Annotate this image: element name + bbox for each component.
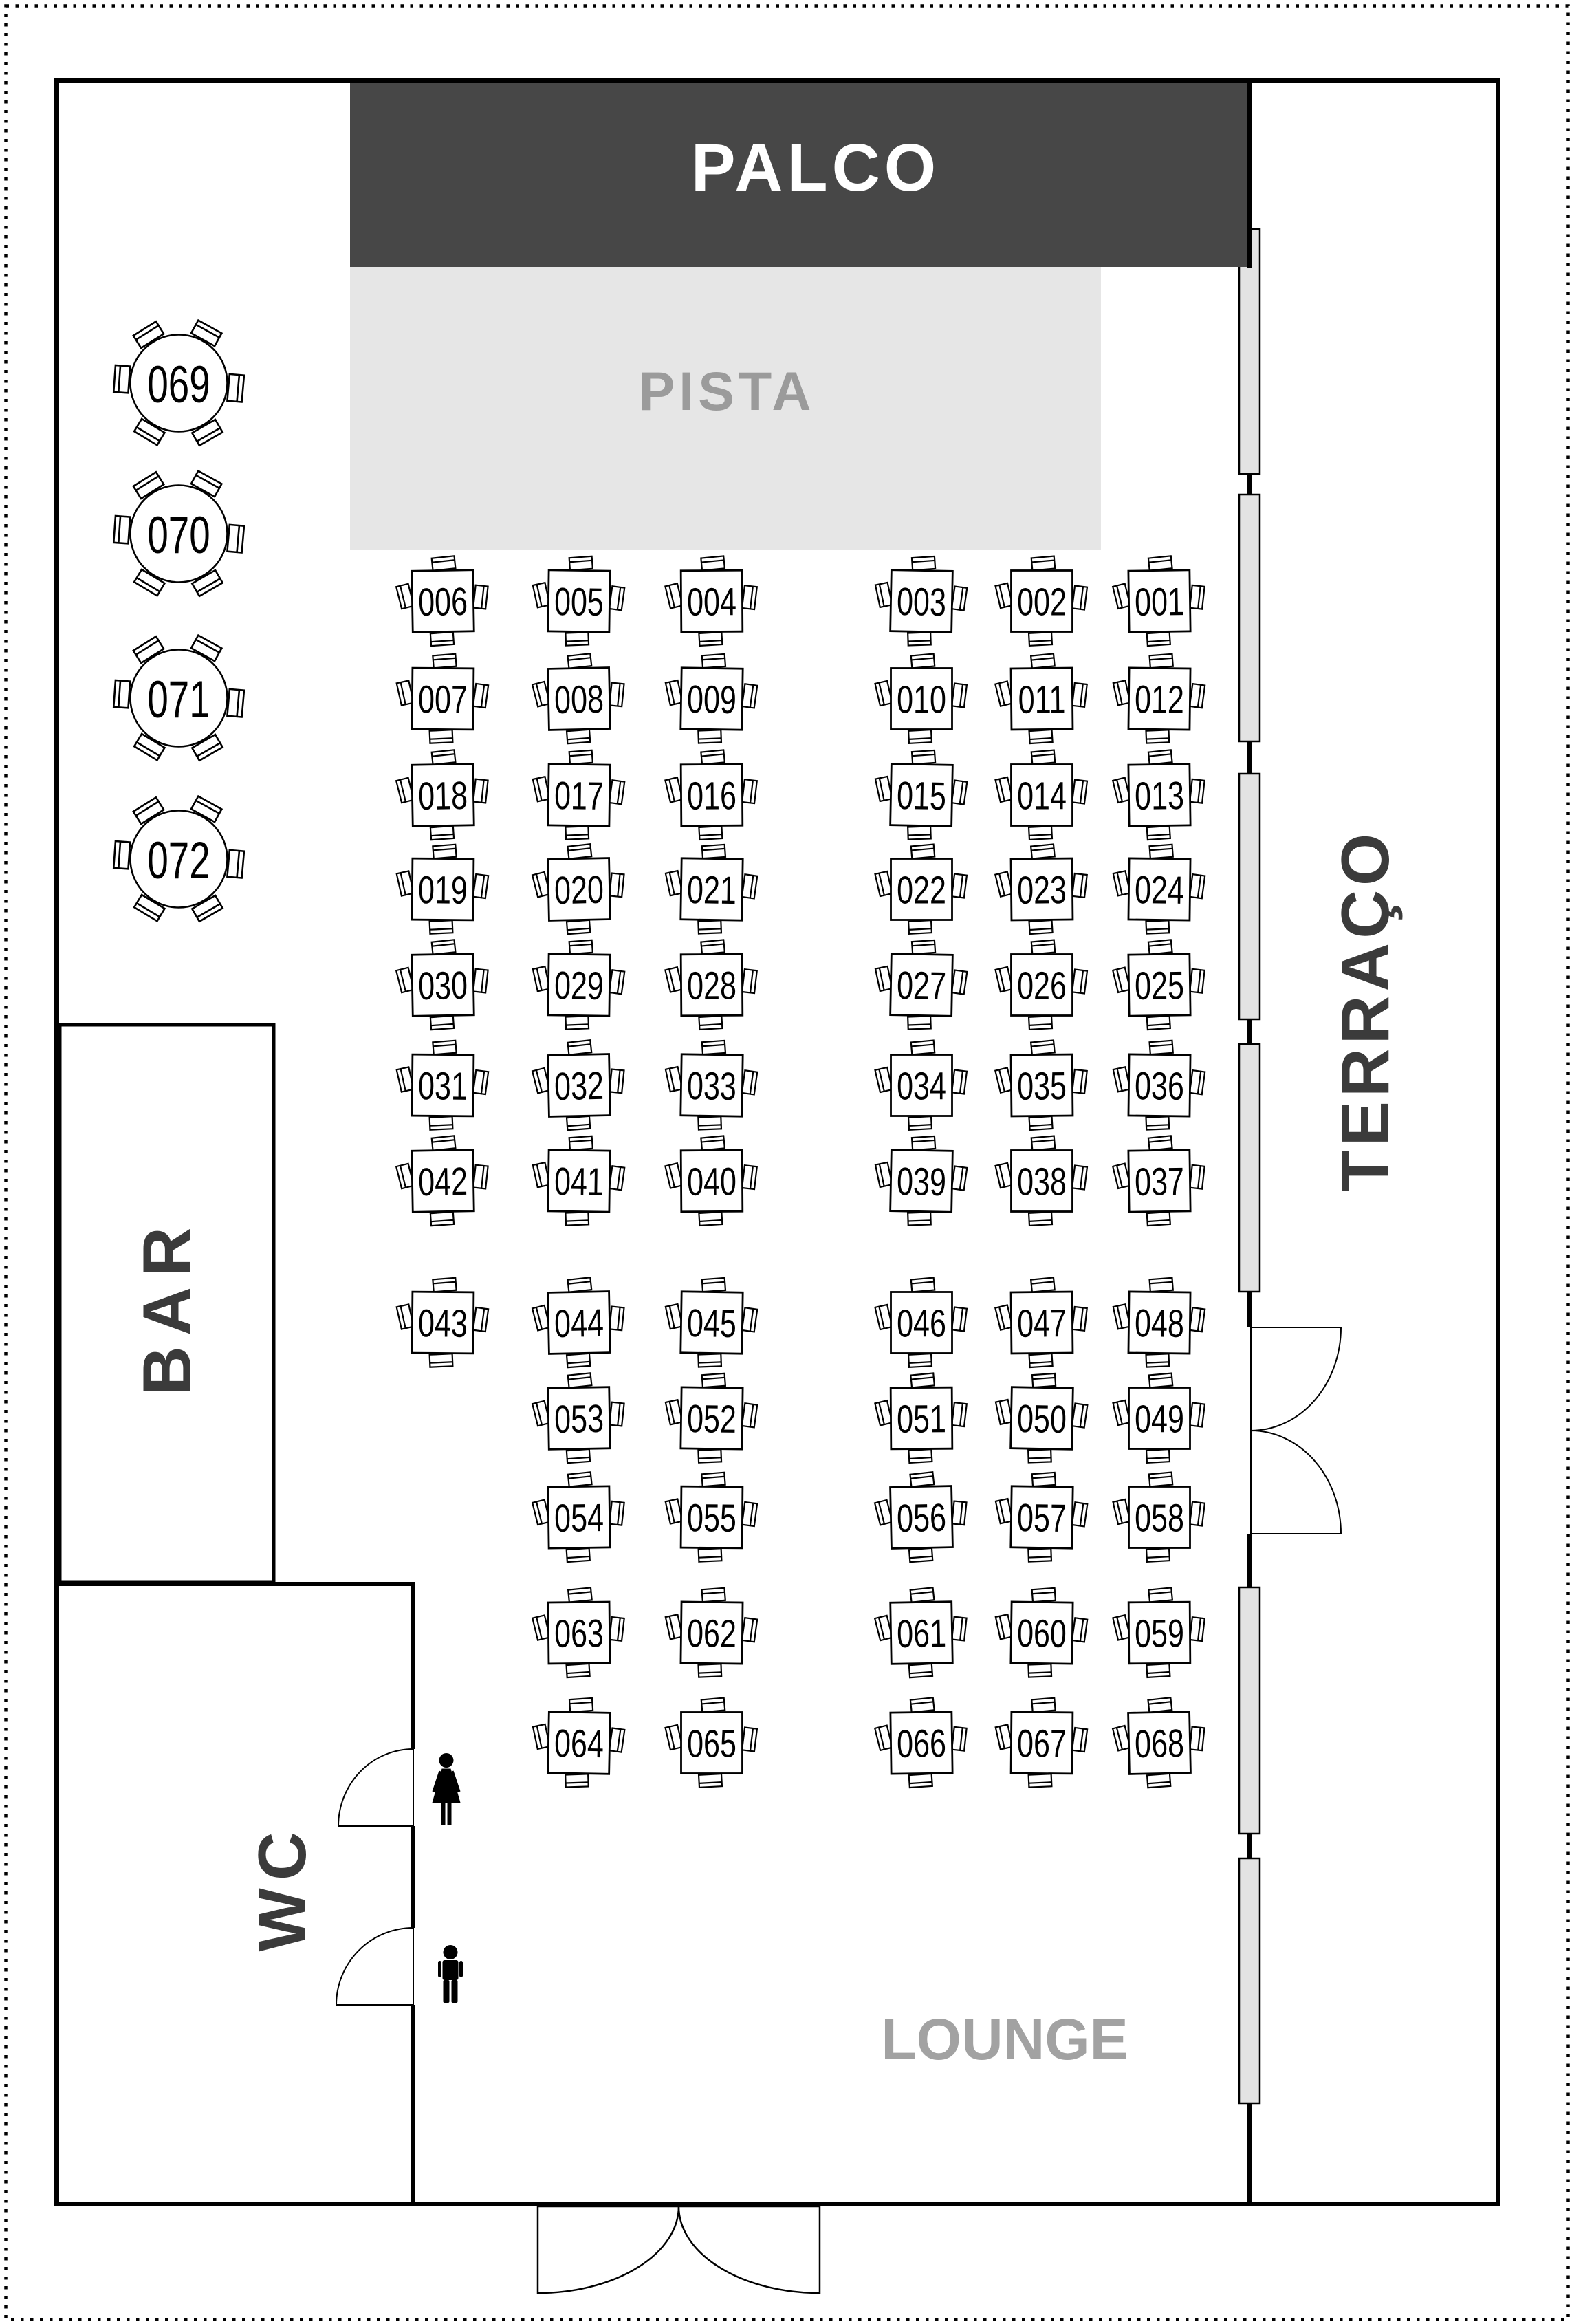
svg-text:054: 054 xyxy=(554,1495,604,1540)
svg-text:032: 032 xyxy=(554,1063,604,1109)
svg-text:061: 061 xyxy=(897,1611,947,1656)
svg-text:062: 062 xyxy=(687,1611,737,1655)
svg-text:025: 025 xyxy=(1135,963,1185,1008)
svg-text:027: 027 xyxy=(896,963,946,1008)
svg-text:067: 067 xyxy=(1017,1721,1067,1766)
svg-text:016: 016 xyxy=(687,773,736,818)
svg-text:042: 042 xyxy=(418,1159,468,1204)
svg-text:003: 003 xyxy=(896,579,946,625)
svg-text:069: 069 xyxy=(147,356,210,414)
svg-text:007: 007 xyxy=(418,677,468,721)
svg-text:001: 001 xyxy=(1135,579,1185,624)
svg-text:019: 019 xyxy=(418,867,468,912)
svg-text:BAR: BAR xyxy=(129,1217,205,1395)
svg-text:053: 053 xyxy=(554,1396,604,1442)
svg-text:048: 048 xyxy=(1135,1301,1185,1345)
svg-text:065: 065 xyxy=(687,1722,736,1766)
svg-text:064: 064 xyxy=(554,1721,604,1766)
svg-text:LOUNGE: LOUNGE xyxy=(881,2007,1128,2072)
svg-text:022: 022 xyxy=(897,868,946,912)
svg-text:PISTA: PISTA xyxy=(639,360,816,422)
svg-text:041: 041 xyxy=(554,1159,604,1204)
svg-text:072: 072 xyxy=(147,832,210,890)
svg-text:033: 033 xyxy=(687,1063,737,1108)
svg-text:036: 036 xyxy=(1135,1063,1185,1108)
svg-text:038: 038 xyxy=(1017,1160,1067,1204)
svg-text:011: 011 xyxy=(1018,677,1065,721)
svg-text:066: 066 xyxy=(897,1721,947,1766)
svg-text:008: 008 xyxy=(554,677,604,722)
svg-text:060: 060 xyxy=(1017,1611,1067,1655)
svg-text:012: 012 xyxy=(1135,677,1185,721)
svg-text:052: 052 xyxy=(687,1396,737,1441)
svg-text:TERRAÇO: TERRAÇO xyxy=(1327,829,1403,1192)
svg-text:068: 068 xyxy=(1134,1721,1184,1766)
svg-text:010: 010 xyxy=(897,677,946,721)
svg-text:051: 051 xyxy=(897,1396,946,1441)
svg-text:017: 017 xyxy=(554,773,604,818)
svg-text:070: 070 xyxy=(147,506,210,565)
svg-text:020: 020 xyxy=(554,867,604,913)
svg-text:049: 049 xyxy=(1135,1397,1184,1441)
svg-text:056: 056 xyxy=(896,1495,946,1541)
svg-text:PALCO: PALCO xyxy=(691,130,940,205)
svg-text:005: 005 xyxy=(554,579,604,624)
svg-text:037: 037 xyxy=(1135,1159,1185,1204)
svg-text:050: 050 xyxy=(1016,1396,1067,1442)
svg-text:039: 039 xyxy=(896,1159,946,1204)
svg-text:004: 004 xyxy=(687,579,736,624)
svg-text:024: 024 xyxy=(1135,867,1185,912)
svg-text:015: 015 xyxy=(896,773,946,818)
svg-text:063: 063 xyxy=(554,1611,604,1655)
svg-text:028: 028 xyxy=(687,963,736,1008)
svg-text:044: 044 xyxy=(554,1301,604,1346)
svg-text:009: 009 xyxy=(687,677,737,721)
svg-text:043: 043 xyxy=(418,1301,468,1345)
svg-text:021: 021 xyxy=(687,867,737,912)
svg-text:035: 035 xyxy=(1017,1063,1067,1108)
svg-text:045: 045 xyxy=(687,1301,737,1345)
svg-text:WC: WC xyxy=(244,1824,320,1951)
svg-text:014: 014 xyxy=(1017,774,1067,818)
svg-text:040: 040 xyxy=(687,1159,736,1204)
svg-text:057: 057 xyxy=(1017,1495,1067,1540)
svg-text:059: 059 xyxy=(1135,1611,1184,1655)
svg-text:046: 046 xyxy=(897,1301,946,1345)
svg-text:018: 018 xyxy=(418,773,468,818)
svg-text:034: 034 xyxy=(897,1064,946,1108)
svg-text:002: 002 xyxy=(1017,580,1067,624)
svg-text:058: 058 xyxy=(1135,1496,1184,1540)
svg-text:029: 029 xyxy=(554,963,604,1008)
svg-text:031: 031 xyxy=(418,1063,468,1108)
svg-text:006: 006 xyxy=(418,579,468,625)
svg-text:026: 026 xyxy=(1017,964,1067,1008)
svg-text:013: 013 xyxy=(1135,773,1185,818)
svg-text:030: 030 xyxy=(418,963,468,1008)
svg-text:047: 047 xyxy=(1017,1301,1067,1345)
svg-text:055: 055 xyxy=(687,1495,736,1540)
svg-text:023: 023 xyxy=(1017,867,1067,912)
svg-text:071: 071 xyxy=(147,671,210,729)
